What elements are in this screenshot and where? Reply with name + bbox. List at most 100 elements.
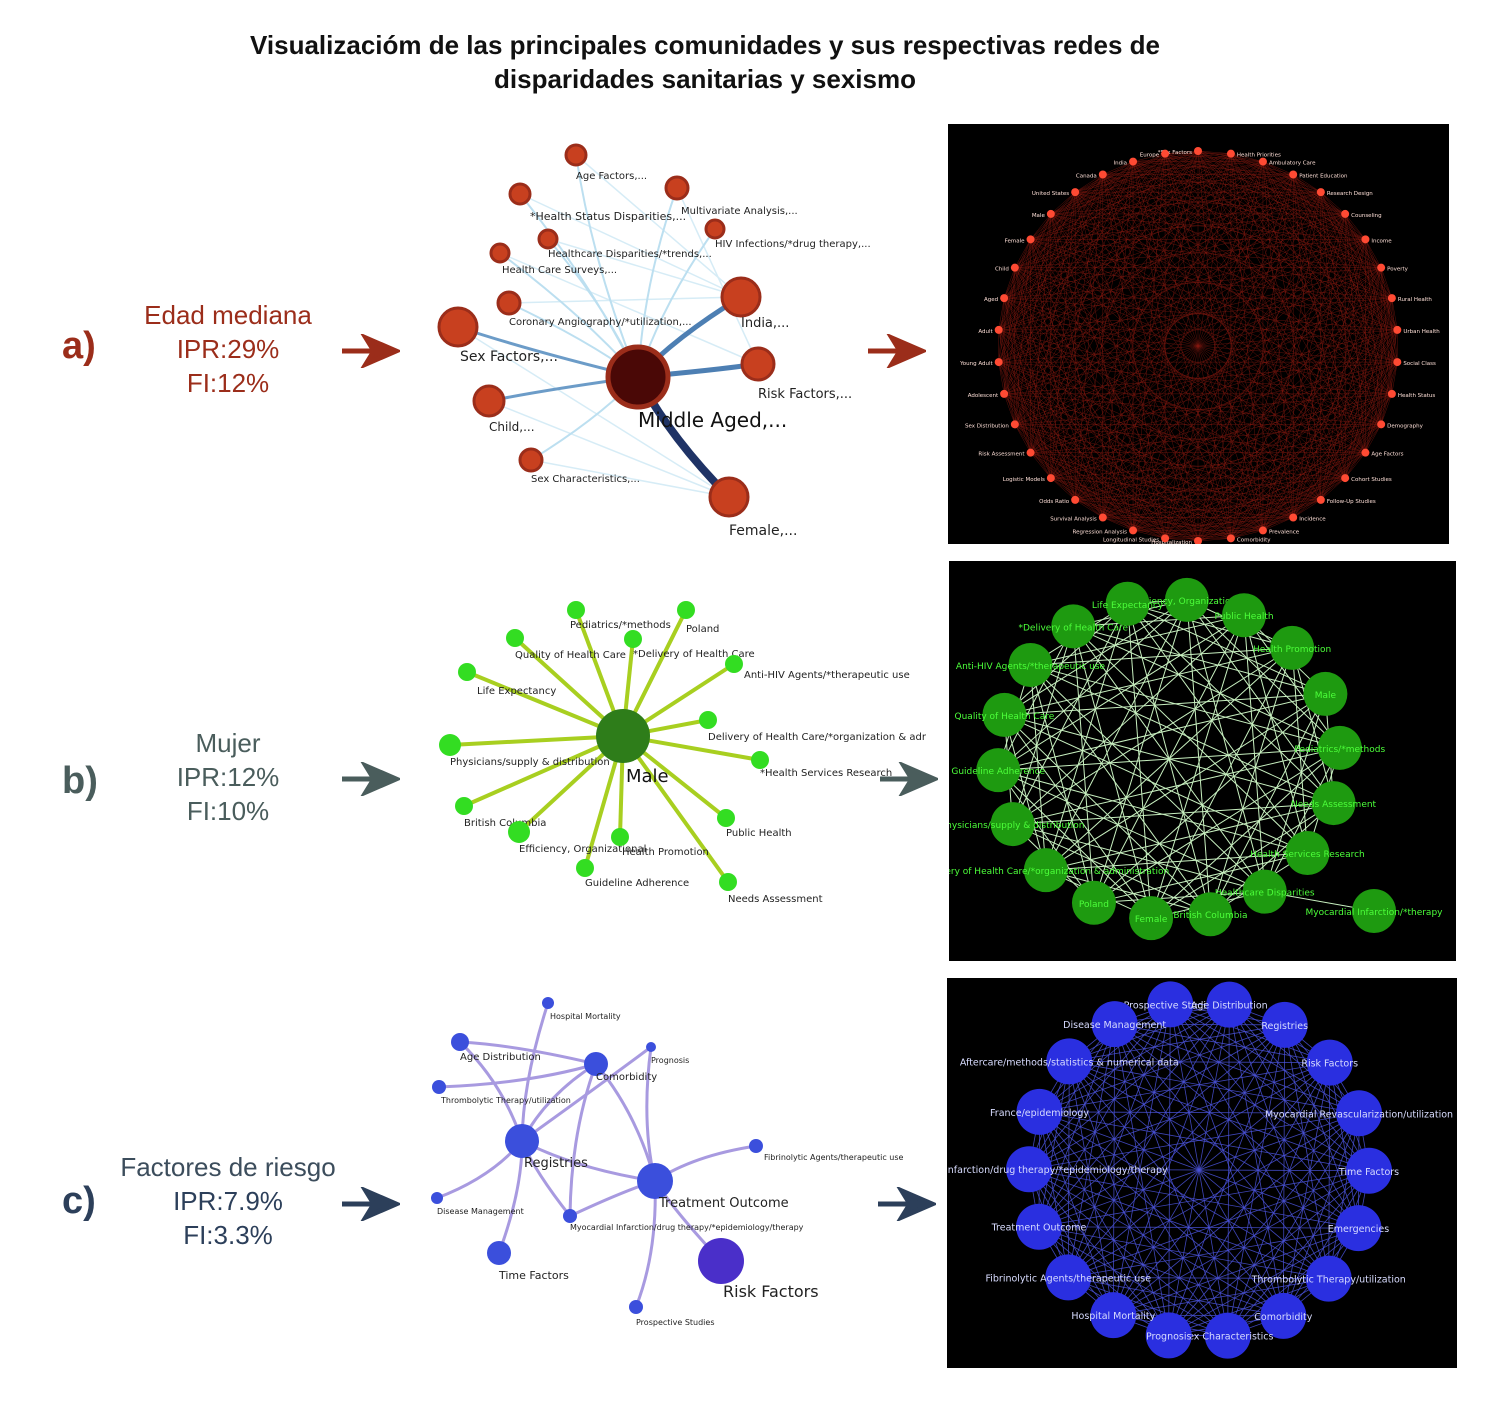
edge: [1229, 1004, 1360, 1114]
edge: [1133, 161, 1346, 215]
node-6: [749, 1139, 763, 1153]
node-label-11: Delivery of Health Care/*organization & …: [949, 867, 1169, 877]
edge: [1197, 150, 1393, 395]
edge: [1292, 213, 1346, 518]
edge: [1014, 213, 1346, 425]
edge: [1050, 153, 1166, 215]
edge: [1150, 747, 1341, 919]
edge: [1039, 1111, 1284, 1317]
node-16: [1046, 1038, 1093, 1085]
cross-edge: [499, 252, 759, 365]
edge: [998, 153, 1166, 331]
row-a-arrow-2: [868, 334, 926, 368]
edge: [1050, 153, 1232, 479]
edge: [1014, 267, 1199, 542]
edge: [1102, 174, 1199, 542]
edge: [998, 329, 1264, 531]
edge: [1030, 664, 1095, 903]
edge: [1050, 329, 1398, 479]
node-label-34: United States: [1032, 191, 1069, 197]
node-6: [1335, 1205, 1382, 1252]
edge: [1073, 625, 1326, 695]
node-label-2: Quality of Health Care: [515, 650, 626, 661]
edge: [1282, 1062, 1331, 1316]
node-label-3: Male: [1315, 691, 1337, 701]
edge: [1243, 614, 1341, 749]
edge: [1050, 213, 1398, 363]
edge: [1164, 329, 1398, 539]
node-29: [994, 325, 1003, 334]
node-2: [646, 1042, 656, 1052]
edge: [1030, 452, 1346, 479]
edge: [1102, 174, 1382, 425]
row-c-name: Factores de riesgo: [120, 1152, 336, 1182]
edge: [1074, 161, 1264, 500]
edge: [1262, 517, 1294, 531]
node-label-28: Young Adult: [959, 361, 993, 367]
edge: [1391, 362, 1398, 394]
node-label-0: Prospective Studies: [1124, 1000, 1217, 1011]
edge: [1164, 153, 1366, 453]
row-b-arrow-2: [880, 762, 938, 796]
node-label-0: Pediatrics/*methods: [570, 620, 671, 631]
edge: [1132, 161, 1346, 479]
edge: [1003, 153, 1232, 299]
edge: [1030, 239, 1264, 531]
edge: [998, 161, 1264, 331]
node-label-4: Research Design: [1327, 191, 1373, 197]
edge: [1243, 615, 1308, 854]
edge: [1132, 161, 1393, 395]
node-2: [1270, 625, 1315, 670]
edge: [1075, 191, 1398, 331]
edge: [1133, 530, 1166, 539]
node-6: [720, 276, 762, 318]
node-15: [1016, 1088, 1063, 1135]
node-23: [1071, 495, 1080, 504]
edge: [1004, 239, 1366, 395]
node-label-5: Time Factors: [1338, 1167, 1399, 1178]
edge: [1165, 153, 1263, 162]
edge: [1164, 153, 1393, 299]
node-label-35: Canada: [1076, 174, 1097, 180]
edge: [1030, 647, 1293, 666]
node-0: [564, 143, 588, 167]
node-label-17: Disease Management: [1063, 1020, 1166, 1031]
edge: [1068, 1277, 1228, 1336]
node-13: [1015, 1203, 1062, 1250]
edge: [1003, 298, 1134, 531]
edge: [1114, 1023, 1360, 1114]
node-label-13: Guideline Adherence: [585, 878, 689, 889]
edge: [998, 329, 1166, 539]
edge: [1284, 1024, 1370, 1171]
edge: [998, 361, 1392, 395]
edge: [1014, 267, 1346, 479]
edge: [1074, 192, 1264, 531]
edge: [1102, 153, 1232, 518]
edge: [1150, 647, 1293, 919]
node-2: [506, 629, 524, 647]
edge: [998, 329, 1366, 453]
edge: [1102, 153, 1166, 518]
edge: [1262, 161, 1366, 453]
edge: [1132, 161, 1366, 240]
node-16: [1051, 604, 1096, 649]
node-21: [1129, 526, 1138, 535]
edge: [1003, 192, 1076, 394]
edge: [1132, 161, 1199, 542]
edge: [1197, 192, 1322, 542]
node-label-31: Child: [995, 267, 1009, 273]
node-0: [567, 601, 585, 619]
node-4: [1317, 725, 1362, 770]
edge: [497, 1140, 524, 1254]
node-label-9: Sex Characteristics: [1182, 1332, 1273, 1343]
node-label-11: Health Status: [1398, 393, 1435, 399]
node-9: [1129, 896, 1174, 941]
edge: [1012, 823, 1211, 915]
edge: [1030, 297, 1392, 453]
row-c-ipr: IPR:7.9%: [173, 1186, 283, 1216]
edge: [998, 174, 1104, 363]
edge: [1075, 174, 1103, 193]
edge: [1230, 329, 1398, 539]
edge: [1074, 192, 1199, 542]
